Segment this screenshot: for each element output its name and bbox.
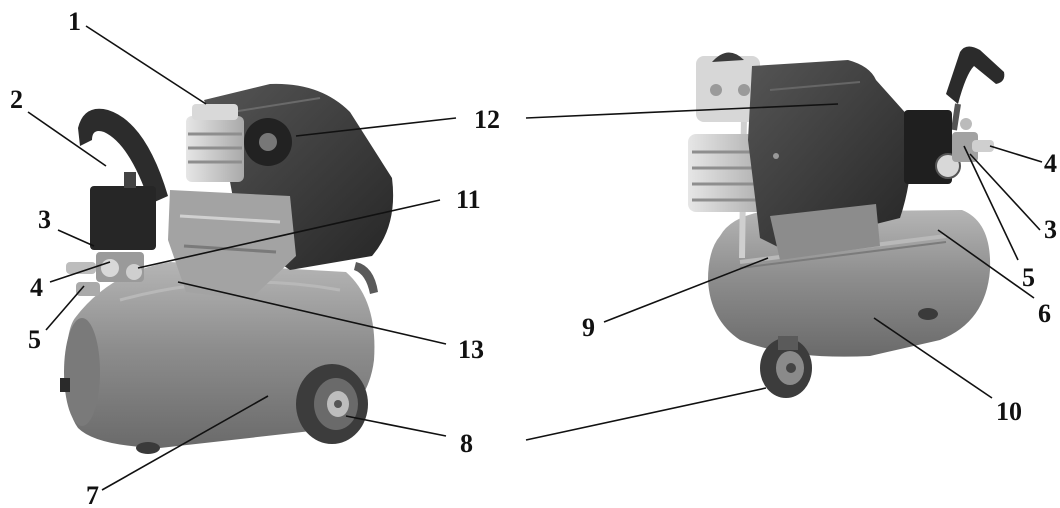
callout-left-13: 13 — [458, 335, 484, 364]
leader-left-1 — [85, 25, 207, 105]
callout-right-5: 5 — [1022, 263, 1035, 292]
leader-right-9 — [603, 257, 769, 323]
leader-bridge-8 — [525, 387, 767, 441]
leader-left-8 — [345, 415, 447, 437]
left-handle — [78, 108, 168, 204]
callout-right-6: 6 — [1038, 299, 1051, 328]
callout-right-9: 9 — [582, 313, 595, 342]
right-rear-foot — [918, 308, 938, 320]
leader-lines — [27, 25, 1043, 491]
callout-left-4: 4 — [30, 273, 43, 302]
leader-right-4 — [989, 145, 1043, 163]
callout-left-8: 8 — [460, 429, 473, 458]
right-outlet-fittings — [952, 118, 994, 162]
left-front-foot — [136, 442, 160, 454]
callout-left-2: 2 — [10, 85, 23, 114]
callout-left-12: 12 — [474, 105, 500, 134]
leader-left-12 — [295, 117, 457, 137]
leader-left-13 — [177, 281, 447, 345]
leader-right-10 — [873, 317, 993, 399]
leader-left-3 — [57, 229, 95, 247]
right-compressor — [688, 46, 1005, 398]
leader-left-5 — [45, 285, 85, 331]
callout-left-1: 1 — [68, 7, 81, 36]
leader-right-5 — [963, 145, 1019, 261]
callout-right-4: 4 — [1044, 149, 1057, 178]
callout-left-11: 11 — [456, 185, 481, 214]
callout-left-3: 3 — [38, 205, 51, 234]
leader-left-2 — [27, 111, 107, 167]
right-wheel — [760, 336, 812, 398]
leader-right-12 — [525, 103, 839, 119]
callout-right-10: 10 — [996, 397, 1022, 426]
left-pressure-switch — [90, 186, 156, 250]
callout-labels: 1 2 3 4 5 7 8 11 12 13 4 3 5 6 9 10 — [10, 7, 1057, 508]
right-crankcase — [770, 204, 880, 260]
right-handle — [946, 46, 1005, 104]
left-compressor — [60, 83, 394, 454]
leader-right-3 — [969, 153, 1041, 231]
left-wheel — [296, 364, 368, 444]
left-pump-cylinder — [186, 104, 244, 182]
leader-left-7 — [101, 395, 269, 491]
callout-left-7: 7 — [86, 481, 99, 508]
leader-right-6 — [937, 229, 1035, 299]
leader-left-11 — [137, 199, 441, 269]
callout-right-3: 3 — [1044, 215, 1057, 244]
leader-left-4 — [49, 261, 111, 283]
left-rear-handle — [354, 262, 378, 294]
callout-left-5: 5 — [28, 325, 41, 354]
